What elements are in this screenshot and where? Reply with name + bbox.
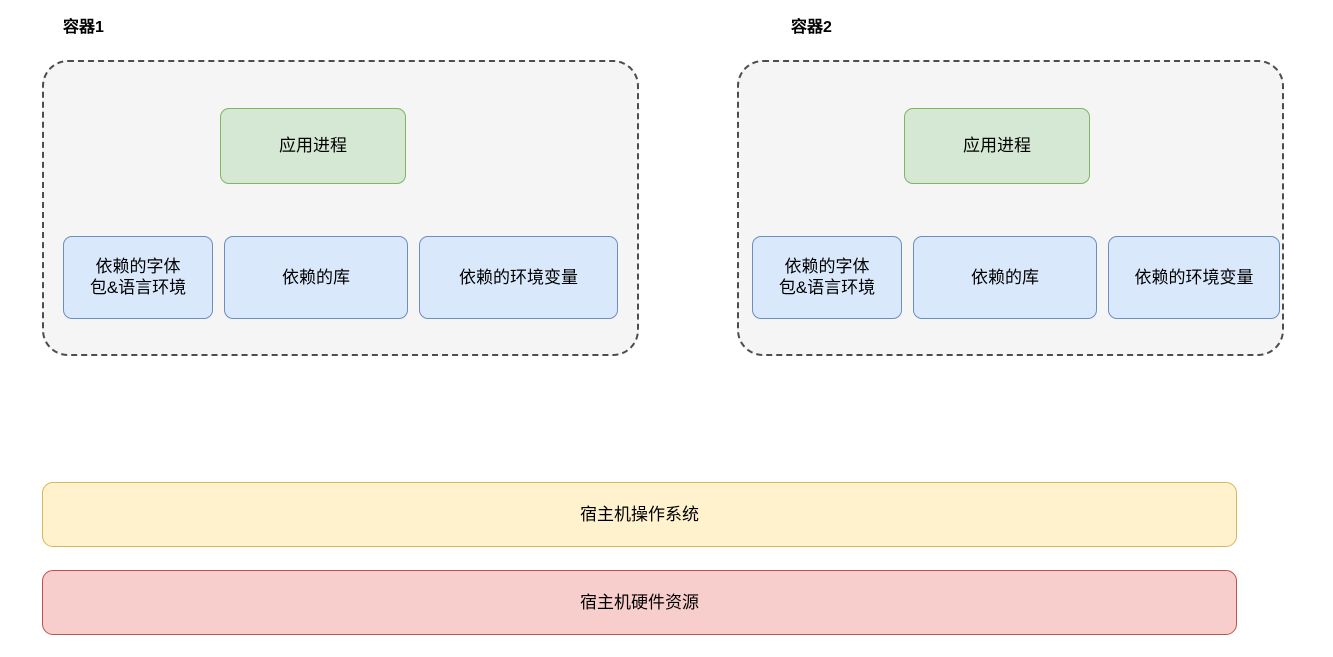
container-2-dep-libraries: 依赖的库 xyxy=(913,236,1097,319)
container-2-dep-env-vars: 依赖的环境变量 xyxy=(1108,236,1280,319)
host-hardware-resources: 宿主机硬件资源 xyxy=(42,570,1237,635)
container-1-dep-libraries: 依赖的库 xyxy=(224,236,408,319)
container-2-dep-fonts-locale: 依赖的字体 包&语言环境 xyxy=(752,236,902,319)
container-1-dep-fonts-locale: 依赖的字体 包&语言环境 xyxy=(63,236,213,319)
container-1-title: 容器1 xyxy=(63,19,104,36)
container-1-app-process: 应用进程 xyxy=(220,108,406,184)
container-2-app-process: 应用进程 xyxy=(904,108,1090,184)
container-1-dep-env-vars: 依赖的环境变量 xyxy=(419,236,618,319)
host-operating-system: 宿主机操作系统 xyxy=(42,482,1237,547)
container-2-title: 容器2 xyxy=(791,19,832,36)
